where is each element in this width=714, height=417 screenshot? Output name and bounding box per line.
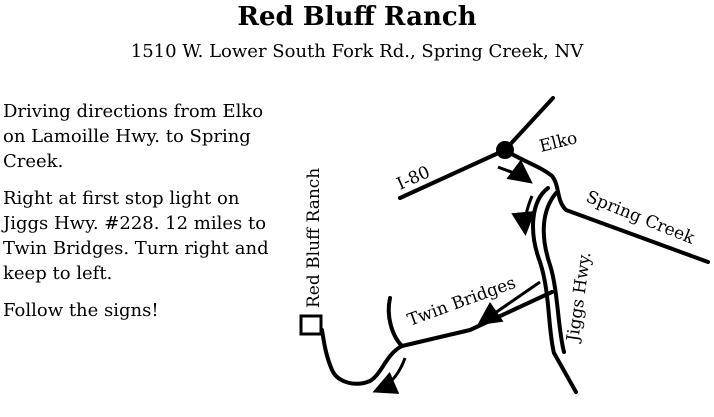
jiggs-hwy-road-west (531, 186, 578, 394)
route-arrow-twin-bridges (477, 280, 541, 326)
twin-bridges-road (320, 290, 554, 386)
twin-bridges-label: Twin Bridges (405, 273, 519, 331)
route-arrow-from-elko (497, 159, 533, 184)
direction-step-3: Follow the signs! (3, 300, 159, 321)
lamoille-hwy-road (503, 148, 710, 264)
spring-creek-label: Spring Creek (583, 187, 698, 249)
elko-label: Elko (537, 128, 579, 157)
direction-step-2: Right at first stop light on Jiggs Hwy. … (3, 188, 269, 284)
jiggs-hwy-road-east (541, 191, 566, 354)
route-arrow-down-jiggs (511, 195, 536, 236)
bridges-branch-road (386, 296, 404, 348)
jiggs-hwy-label: Jiggs Hwy. (563, 251, 596, 345)
address: 1510 W. Lower South Fork Rd., Spring Cre… (130, 41, 584, 62)
direction-step-1: Driving directions from Elko on Lamoille… (3, 101, 264, 172)
route-arrow-to-ranch (372, 357, 407, 394)
ranch-marker (299, 314, 323, 336)
directions-text: Driving directions from Elko on Lamoille… (3, 99, 273, 335)
page-title: Red Bluff Ranch (237, 2, 477, 32)
elko-marker (496, 141, 514, 159)
ranch-label: Red Bluff Ranch (304, 168, 324, 308)
